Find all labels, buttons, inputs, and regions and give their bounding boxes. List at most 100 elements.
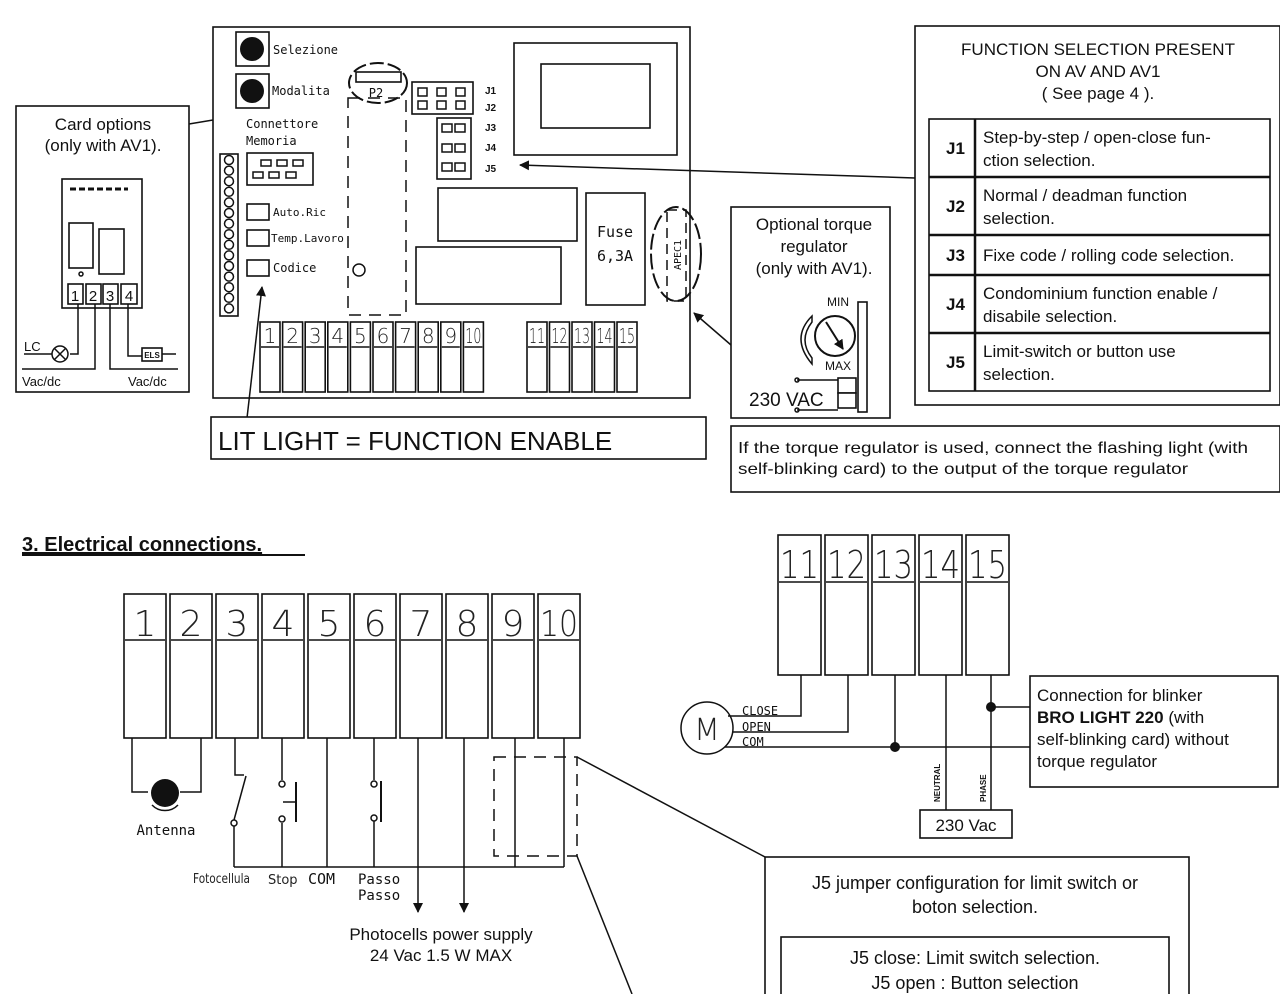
svg-text:BRO LIGHT 220 (with: BRO LIGHT 220 (with <box>1037 708 1204 727</box>
terminal: 7 <box>394 321 417 393</box>
blinker-note <box>1029 675 1279 788</box>
svg-text:Temp.Lavoro: Temp.Lavoro <box>271 232 344 245</box>
svg-text:Codice: Codice <box>273 261 316 275</box>
svg-text:If the torque regulator is use: If the torque regulator is used, connect… <box>738 440 1248 457</box>
svg-text:selection.: selection. <box>983 209 1055 228</box>
led-indicator-icon <box>223 292 235 304</box>
p2-label: P2 <box>369 86 383 100</box>
terminal-number: 10 <box>465 324 481 348</box>
jumper-id: J2 <box>946 197 965 216</box>
led-temp-lavoro <box>246 229 270 247</box>
terminal: 4 <box>326 321 349 393</box>
lamp-label: LC <box>24 339 41 354</box>
terminal: 10 <box>462 321 485 393</box>
led-indicator-icon <box>223 154 235 166</box>
neutral-label: NEUTRAL <box>933 764 942 802</box>
relay <box>415 246 562 305</box>
terminal: 3 <box>304 321 327 393</box>
jumper-label-j3: J3 <box>485 123 497 134</box>
terminal: 14 <box>593 321 616 393</box>
terminal: 9 <box>439 321 462 393</box>
terminal: 8 <box>417 321 440 393</box>
antenna-label: Antenna <box>136 823 195 839</box>
led-auto-ric <box>246 203 270 221</box>
terminal-number: 15 <box>619 324 635 348</box>
terminal: 6 <box>372 321 394 393</box>
svg-text:Auto.Ric: Auto.Ric <box>273 206 326 219</box>
terminal: 3 <box>215 593 259 739</box>
fuse-rating: 6,3A <box>597 247 633 265</box>
jumper-id: J5 <box>946 353 965 372</box>
torque-regulator-panel: Optional torque regulator (only with AV1… <box>730 206 891 419</box>
torque-note: If the torque regulator is used, connect… <box>730 425 1280 493</box>
svg-text:boton selection.: boton selection. <box>912 897 1038 917</box>
terminal-number: 3 <box>309 324 322 348</box>
jumper-id: J1 <box>946 139 965 158</box>
terminal-number: 8 <box>456 604 479 645</box>
terminal-number: 9 <box>444 324 457 348</box>
svg-text:MAX: MAX <box>825 359 851 373</box>
led-indicator-icon <box>223 239 235 251</box>
svg-text:( See page 4 ).: ( See page 4 ). <box>1042 84 1154 103</box>
svg-text:230 VAC: 230 VAC <box>749 390 824 411</box>
svg-text:disabile selection.: disabile selection. <box>983 307 1117 326</box>
terminal: 11 <box>526 321 548 393</box>
terminal: 2 <box>169 593 213 739</box>
terminal-number: 12 <box>552 324 568 348</box>
svg-text:Connection for blinker: Connection for blinker <box>1037 686 1203 705</box>
terminal-number: 11 <box>780 543 819 587</box>
jumper-id: J3 <box>946 246 965 265</box>
terminal: 11 <box>777 534 822 676</box>
terminal: 2 <box>281 321 304 393</box>
j5-close-text: J5 close: Limit switch selection. <box>850 948 1100 968</box>
terminal-number: 7 <box>399 324 412 348</box>
jumper-description: Fixe code / rolling code selection. <box>983 246 1234 265</box>
terminal-number: 13 <box>874 543 913 587</box>
function-selection-title: FUNCTION SELECTION PRESENT <box>961 40 1235 59</box>
fotocellula-label: Fotocellula <box>193 872 250 887</box>
control-board: Selezione Modalita P2 Connettore Memoria… <box>212 26 702 399</box>
svg-text:regulator: regulator <box>780 237 847 256</box>
jumper-id: J4 <box>946 295 965 314</box>
card-terminals: 1 2 3 4 <box>67 283 138 305</box>
motor-label: M <box>694 713 720 748</box>
terminal-number: 6 <box>364 604 387 645</box>
led-indicator-icon <box>223 207 235 219</box>
led-indicator-icon <box>223 271 235 282</box>
svg-text:torque regulator: torque regulator <box>1037 752 1157 771</box>
terminal: 9 <box>491 593 535 739</box>
terminal: 15 <box>965 534 1010 676</box>
led-indicator-icon <box>223 197 235 208</box>
card-terminal: 4 <box>125 288 133 305</box>
jumper-description: Limit-switch or button use <box>983 342 1176 361</box>
fuse-label: Fuse <box>597 223 633 241</box>
terminal: 7 <box>399 593 443 739</box>
jumper-description: Condominium function enable / <box>983 284 1218 303</box>
memory-connector-label: Connettore <box>246 117 318 131</box>
terminal: 1 <box>123 593 167 739</box>
close-label: CLOSE <box>742 704 778 718</box>
j5-jumper-outline <box>493 756 578 857</box>
terminal-number: 5 <box>318 604 341 645</box>
jumper-label-j2: J2 <box>485 103 497 114</box>
lit-light-note: LIT LIGHT = FUNCTION ENABLE <box>210 416 707 460</box>
terminal-number: 3 <box>226 604 249 645</box>
com-label: COM <box>308 870 335 888</box>
photocells-power-spec: 24 Vac 1.5 W MAX <box>370 946 512 965</box>
function-selection-panel: FUNCTION SELECTION PRESENT ON AV AND AV1… <box>914 25 1280 406</box>
modalita-label: Modalita <box>272 84 330 98</box>
fuse <box>585 192 646 306</box>
led-indicator-icon <box>223 281 235 293</box>
jumper-label-j1: J1 <box>485 86 497 97</box>
card-options-panel: Card options (only with AV1). 1 2 3 4 LC… <box>15 105 190 393</box>
j5-config-title: J5 jumper configuration for limit switch… <box>812 873 1138 893</box>
terminal-number: 10 <box>540 604 578 645</box>
terminal: 14 <box>918 534 963 676</box>
terminal-number: 1 <box>264 324 277 348</box>
svg-text:selection.: selection. <box>983 365 1055 384</box>
